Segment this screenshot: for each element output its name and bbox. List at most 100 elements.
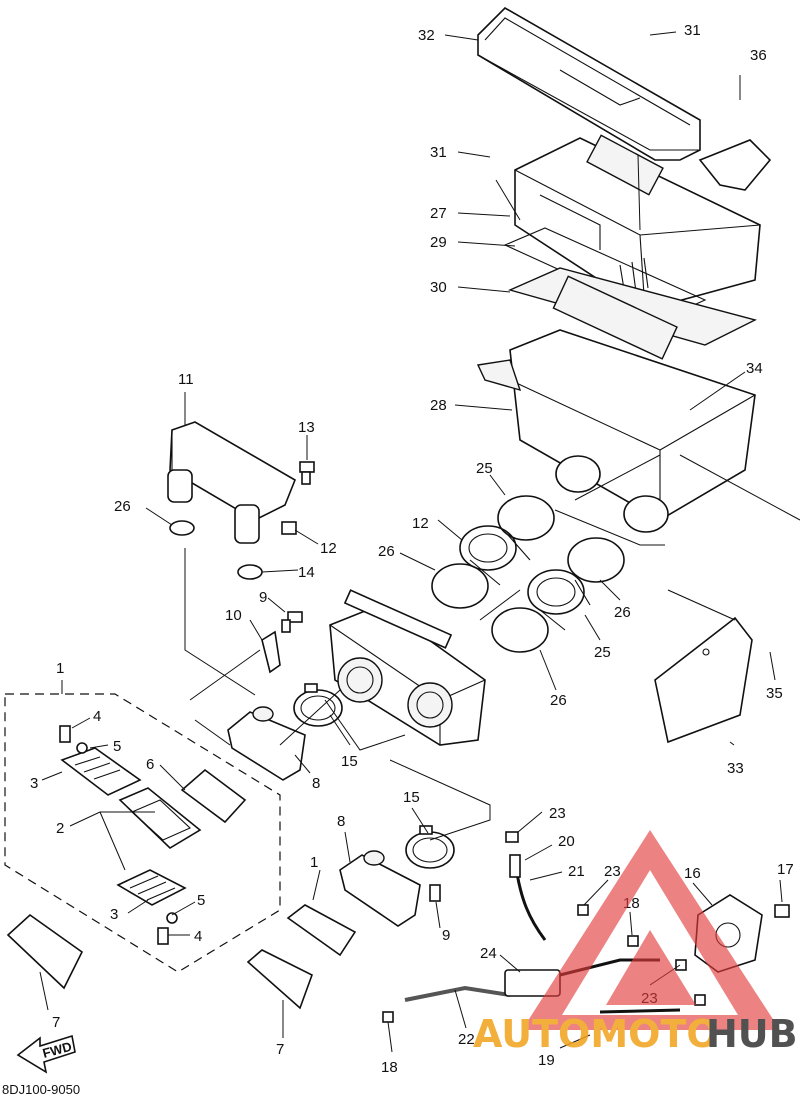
tube-20 [509,854,521,878]
callout-17: 17 [777,861,794,878]
hose-band-26-c [567,537,625,583]
forward-arrow-label: FWD [41,1039,73,1061]
hose-band-26-b [431,563,489,609]
gasket-7-right [246,949,313,1010]
callout-8: 8 [312,775,320,792]
callout-11: 11 [178,371,194,388]
callout-1: 1 [310,854,318,871]
callout-15: 15 [341,753,358,770]
callout-3: 3 [30,775,38,792]
callout-23: 23 [549,805,566,822]
airbox-case [514,134,772,311]
callout-2: 2 [56,820,64,837]
callout-12: 12 [412,515,429,532]
bolt-4-upper [59,725,71,743]
callout-29: 29 [430,234,447,251]
hose-clip-lower [237,564,263,580]
callout-30: 30 [430,279,447,296]
bolt-17 [774,904,790,918]
callout-4: 4 [93,708,101,725]
callout-31: 31 [430,144,447,161]
carb-band-15-lower [405,825,455,869]
gasket-6 [180,768,247,824]
airbox-joint [167,421,296,544]
carb-band-15-upper [293,683,343,727]
clip-18-left [382,1011,394,1023]
callout-27: 27 [430,205,447,222]
callout-9: 9 [442,927,450,944]
airbox-cover [477,7,701,161]
reed-valve-1-lower [286,904,357,957]
watermark-logo-icon [522,830,780,1030]
callout-7: 7 [52,1014,60,1031]
bolt-9-lower [429,884,441,902]
hose-clip-upper [169,520,195,536]
callout-26: 26 [378,543,395,560]
callout-13: 13 [298,419,315,436]
callout-16: 16 [684,865,701,882]
bolt-9-upper [281,611,303,633]
callout-15: 15 [403,789,420,806]
callout-31: 31 [684,22,701,39]
callout-23: 23 [604,863,621,880]
callout-26: 26 [614,604,631,621]
reed-valve-3-lower [116,869,187,906]
callout-4: 4 [194,928,202,945]
callout-26: 26 [550,692,567,709]
washer-5-lower [166,912,178,924]
bracket-10 [261,630,281,674]
bolt-13 [299,461,315,485]
callout-20: 20 [558,833,575,850]
callout-32: 32 [418,27,435,44]
callout-1: 1 [56,660,64,677]
clip-18-right [627,935,639,947]
watermark-brand-a: AUTOMOTO [473,1012,719,1056]
air-joint-25-lower [527,569,591,631]
intake-manifold-8-lower [339,850,421,927]
clip-23-right [675,959,687,971]
watermark-brand-b: HUB [706,1012,798,1056]
callout-35: 35 [766,685,783,702]
clip-23-lower [694,994,706,1006]
nut-14 [281,521,297,535]
callout-34: 34 [746,360,763,377]
callout-36: 36 [750,47,767,64]
callout-33: 33 [727,760,744,777]
callout-14: 14 [298,564,315,581]
guide-lines [184,154,665,841]
oil-hoses [404,859,681,1014]
washer-5-upper [76,742,88,754]
callout-10: 10 [225,607,242,624]
callout-3: 3 [110,906,118,923]
callout-26: 26 [114,498,131,515]
callout-5: 5 [113,738,121,755]
air-joint-25-upper [459,525,531,586]
airbox-bottom [476,275,756,521]
callout-22: 22 [458,1031,475,1048]
gasket-7-left [6,913,84,990]
hose-band-26-a [497,495,555,541]
callout-5: 5 [197,892,205,909]
drawing-code: 8DJ100-9050 [2,1082,80,1097]
callout-19: 19 [538,1052,555,1069]
callout-25: 25 [594,644,611,661]
callout-leaders [39,31,783,1053]
reed-valve-assembly-box [4,693,281,973]
forward-arrow-icon: FWD [16,1034,76,1074]
callout-9: 9 [259,589,267,606]
bolt-4-lower [157,927,169,945]
clip-23-top [505,831,519,843]
callout-6: 6 [146,756,154,773]
callout-28: 28 [430,397,447,414]
hose-band-26-d [491,607,549,653]
clip-23-mid [577,904,589,916]
carburetor-assembly [329,589,486,746]
callout-7: 7 [276,1041,284,1058]
watermark: AUTOMOTO HUB [473,830,798,1056]
callout-18: 18 [381,1059,398,1076]
reed-valve-2-upper [118,787,202,850]
reed-valve-3-upper [60,747,142,796]
callout-24: 24 [480,945,497,962]
